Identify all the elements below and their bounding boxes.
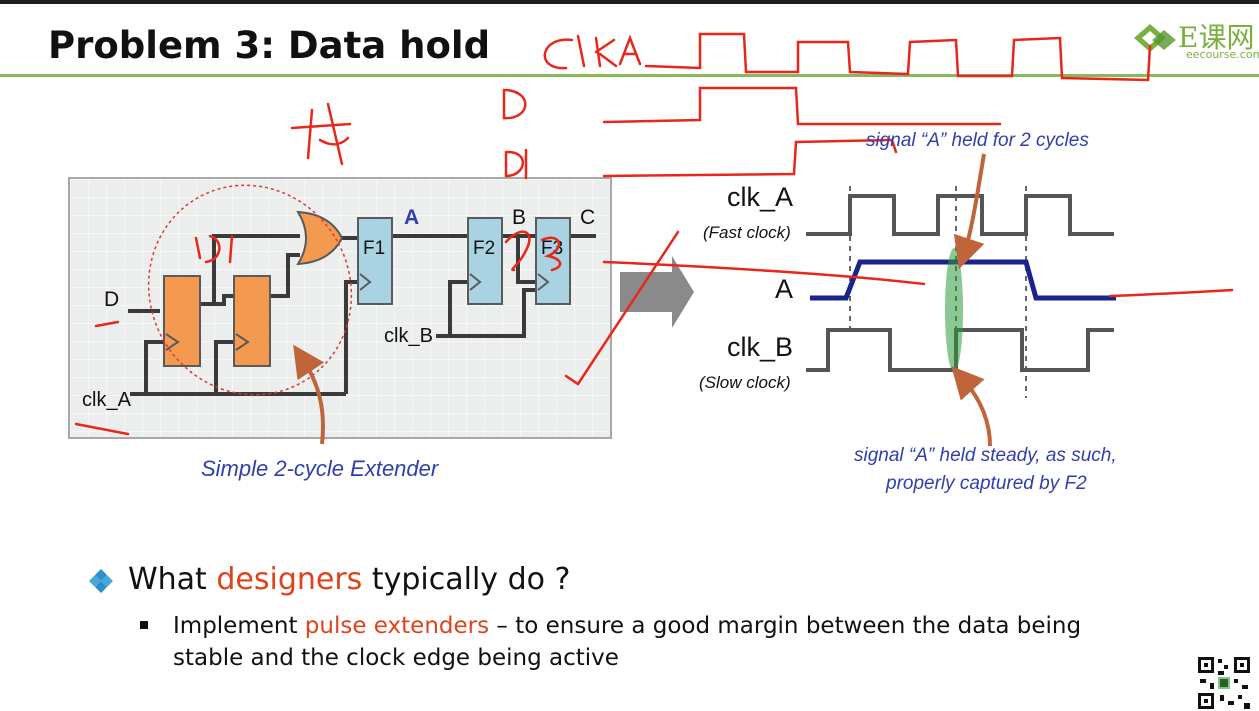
flop-f3 <box>535 217 571 305</box>
flop-f1-label: F1 <box>363 238 385 259</box>
right-arrow-icon <box>620 256 694 328</box>
extender-flop-1 <box>163 275 201 367</box>
hw-a-line <box>602 260 926 286</box>
hw-d1-scribble <box>194 234 234 264</box>
hw-chinese-mark <box>290 102 352 166</box>
clk-a-waveform <box>806 194 1114 236</box>
circuit-clk-a-label: clk_A <box>82 389 132 411</box>
slide-title: Problem 3: Data hold <box>48 24 491 67</box>
diamond-bullet-icon <box>89 569 113 593</box>
logo-name: E课网 <box>1178 21 1255 54</box>
hw-check-mark <box>564 230 680 386</box>
top-bar <box>0 0 1259 4</box>
hw-f3-scribble <box>540 236 562 272</box>
title-rule <box>0 74 1259 77</box>
node-b-label: B <box>512 206 526 229</box>
top-note-arrow <box>953 153 986 270</box>
circuit-wires <box>128 234 596 396</box>
timing-signal-a-label: A <box>775 274 793 304</box>
bullet-suffix: typically do ? <box>362 562 571 597</box>
hw-d1-mark <box>504 148 528 180</box>
hw-strike-d <box>94 320 120 328</box>
hw-clka-title <box>543 34 642 70</box>
hw-d1-waveform <box>602 138 898 178</box>
hw-tail-line <box>1108 288 1234 298</box>
bottom-note-arrow <box>951 366 992 447</box>
extender-highlight-ellipse <box>147 184 353 396</box>
flop-f2 <box>467 217 503 305</box>
node-a-label: A <box>404 206 419 229</box>
square-bullet-icon <box>140 621 148 629</box>
hw-strike-clk <box>74 422 130 436</box>
circuit-input-d-label: D <box>104 288 119 311</box>
timing-clk-a-label: clk_A <box>727 182 793 212</box>
bullet-sub-text: Implement pulse extenders – to ensure a … <box>173 610 1133 674</box>
bullet-highlight: designers <box>216 562 363 597</box>
timing-clk-b-label: clk_B <box>727 332 793 362</box>
qr-code-icon <box>1196 655 1252 711</box>
hw-b-scribble <box>504 230 531 272</box>
circuit-caption: Simple 2-cycle Extender <box>201 456 439 481</box>
timing-bottom-note-line1: signal “A” held steady, as such, <box>854 445 1117 466</box>
circuit-clk-b-label: clk_B <box>384 325 433 347</box>
sync-flops <box>357 217 571 305</box>
timing-bottom-note-line2: properly captured by F2 <box>886 473 1087 494</box>
capture-highlight <box>945 248 963 372</box>
hw-d-mark <box>502 88 527 120</box>
sub-highlight: pulse extenders <box>304 613 490 639</box>
handwritten-annotations <box>74 32 1234 436</box>
bullet-prefix: What <box>128 562 217 597</box>
flop-f1 <box>357 217 393 305</box>
logo-url: eecourse.com <box>1186 48 1259 61</box>
timing-clk-b-note: (Slow clock) <box>699 373 791 392</box>
eecourse-logo: E课网 eecourse.com <box>1130 14 1259 61</box>
hw-d-waveform <box>602 86 1002 126</box>
extender-flop-2 <box>233 275 271 367</box>
node-c-label: C <box>580 206 595 229</box>
flop-f2-label: F2 <box>473 238 495 259</box>
sub-prefix: Implement <box>173 613 305 639</box>
timing-top-note: signal “A” held for 2 cycles <box>866 130 1089 151</box>
hw-clk-a-waveform <box>644 32 1152 82</box>
signal-a-waveform <box>810 259 1116 301</box>
bullet-main-text: What designers typically do ? <box>128 562 570 597</box>
timing-clk-a-note: (Fast clock) <box>703 223 791 242</box>
caption-pointer-arrow <box>293 344 325 445</box>
eecourse-logo-icon <box>1134 24 1176 52</box>
or-gate <box>296 210 344 266</box>
sub-suffix: – to ensure a good margin between the da… <box>173 613 1082 671</box>
